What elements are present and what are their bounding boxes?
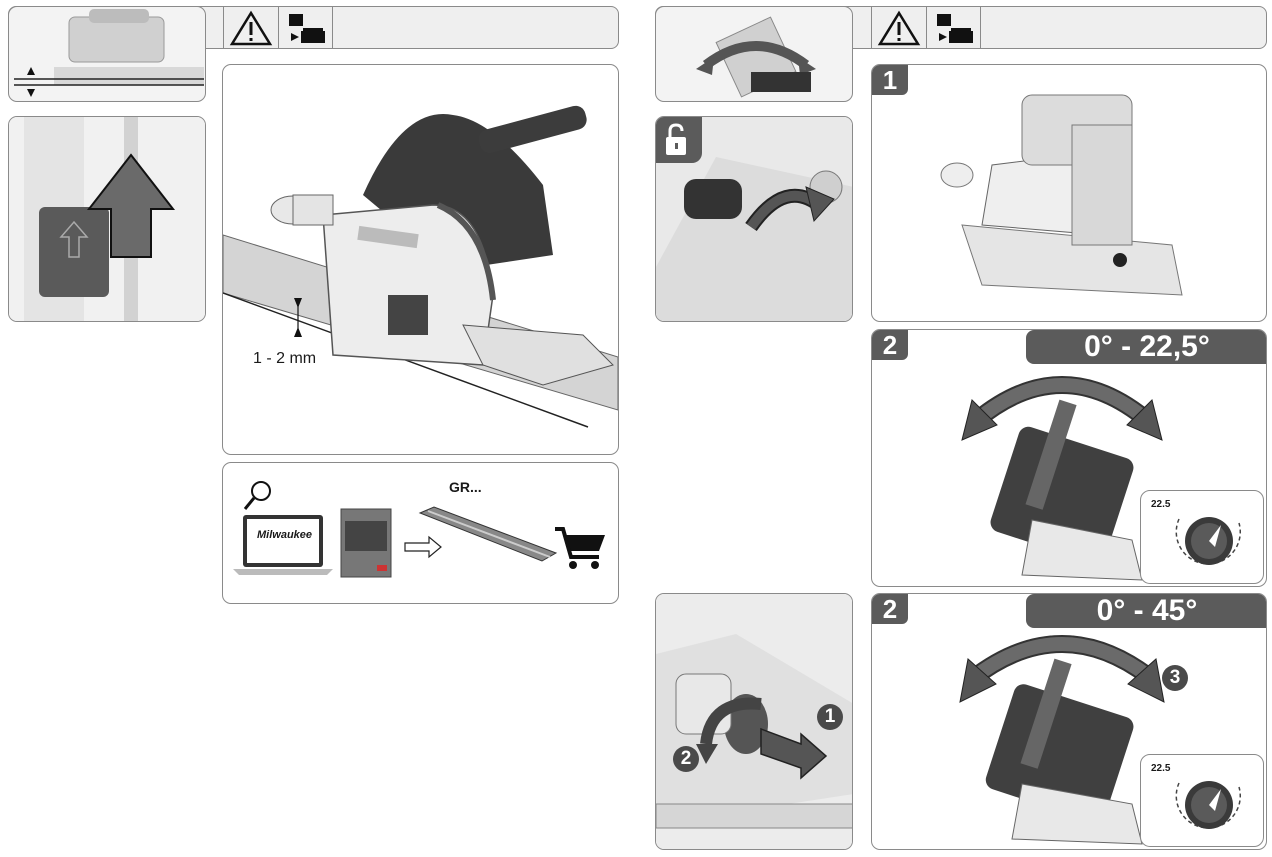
arrow-right-icon xyxy=(404,535,442,559)
bevel-thumbnail xyxy=(655,6,853,102)
step2-bevel-45-panel: 2 0° - 45° 3 22.5 xyxy=(871,593,1267,850)
step2-bevel-22-panel: 2 0° - 22,5° 22.5 xyxy=(871,329,1267,587)
bevel-range-badge: 0° - 45° xyxy=(1026,594,1266,628)
step-number-badge: 1 xyxy=(872,65,908,95)
step1-panel: 1 xyxy=(871,64,1267,322)
laptop-icon[interactable] xyxy=(233,513,333,577)
depth-measure-label: 1 - 2 mm xyxy=(253,350,317,367)
saw-on-rail-panel: 1 - 2 mm xyxy=(222,64,619,455)
warning-cell xyxy=(223,7,278,48)
depth-thumbnail xyxy=(8,6,206,102)
step-number-badge: 2 xyxy=(872,594,908,624)
warning-triangle-icon xyxy=(229,10,273,46)
unplug-cell-right xyxy=(926,7,981,48)
catalog-icon[interactable] xyxy=(339,507,395,579)
callout-number: 1 xyxy=(817,704,843,730)
laptop-brand: Milwaukee xyxy=(257,529,313,541)
magnifier-icon xyxy=(243,481,271,510)
guide-rail-icon xyxy=(418,506,558,562)
unplug-cell xyxy=(278,7,333,48)
dial-detail: 22.5 xyxy=(1140,754,1264,847)
unplug-battery-icon xyxy=(289,14,325,43)
dial-scale-label: 22.5 xyxy=(1151,763,1171,774)
step-number-badge: 2 xyxy=(872,330,908,360)
dial-scale-label: 22.5 xyxy=(1151,499,1171,510)
knob-detail-panel: 1 2 xyxy=(655,593,853,850)
shopping-cart-icon[interactable] xyxy=(553,525,609,573)
warning-cell-right xyxy=(871,7,926,48)
accessory-label: GR... xyxy=(449,479,482,495)
dial-detail: 22.5 xyxy=(1140,490,1264,584)
bevel-range-badge: 0° - 22,5° xyxy=(1026,330,1266,364)
unlock-detail-panel xyxy=(655,116,853,322)
accessory-panel: Milwaukee GR... xyxy=(222,462,619,604)
unplug-battery-icon xyxy=(937,14,973,43)
callout-number: 2 xyxy=(673,746,699,772)
warning-triangle-icon xyxy=(877,10,921,46)
lever-detail-panel xyxy=(8,116,206,322)
unlock-padlock-icon xyxy=(656,117,702,163)
callout-number: 3 xyxy=(1162,665,1188,691)
